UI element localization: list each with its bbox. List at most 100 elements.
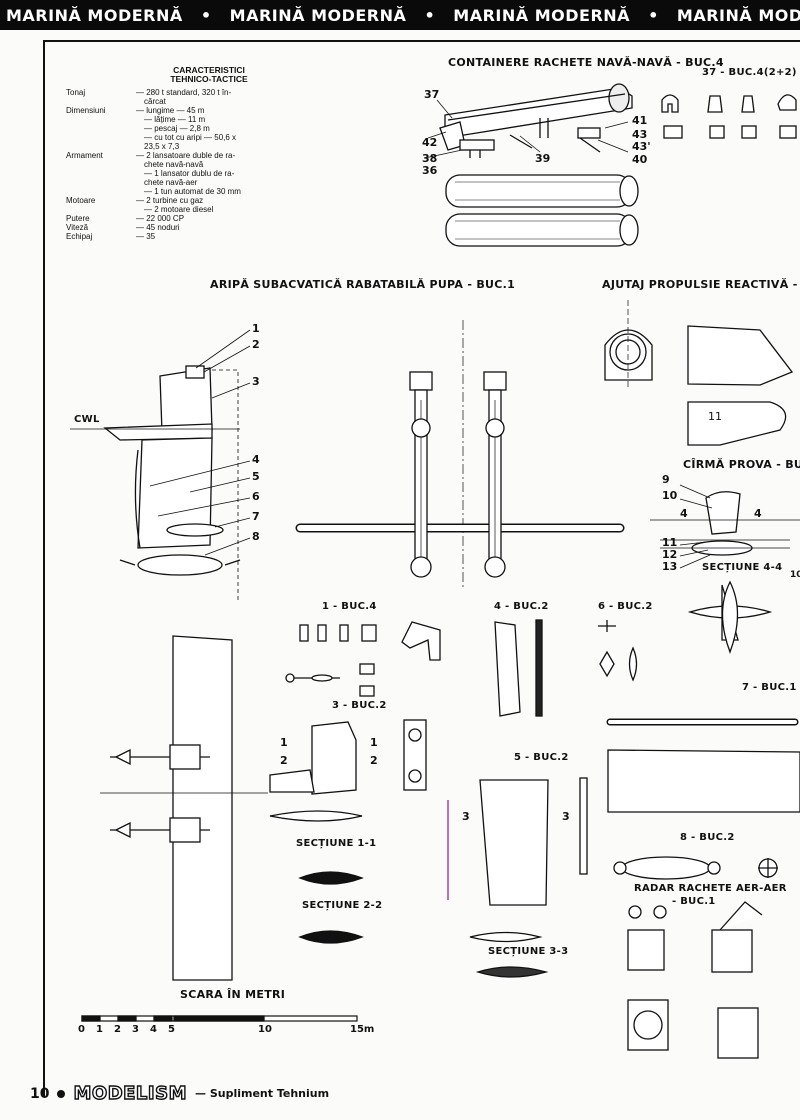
part-5-label: 5 - BUC.2 [514, 752, 569, 763]
section-profiles [269, 810, 549, 978]
spec-row: Motoare — 2 turbine cu gaz [66, 196, 306, 205]
spec-row: — cu tot cu aripi — 50,6 x [66, 133, 306, 142]
part-8-views [607, 749, 800, 880]
callout-10-edge: 10 [790, 570, 800, 580]
spec-row: Viteză — 45 noduri [66, 223, 306, 232]
spec-row: — lățime — 11 m [66, 115, 306, 124]
part-8-label: 8 - BUC.2 [680, 832, 735, 843]
spec-value: — pescaj — 2,8 m [144, 124, 210, 133]
spec-value: — lungime — 45 m [136, 106, 205, 115]
part-37-pieces [661, 94, 797, 139]
section-mark-1-left: 1 [280, 736, 288, 749]
part-4-label: 4 - BUC.2 [494, 601, 549, 612]
spec-value: 23,5 x 7,3 [144, 142, 180, 151]
spec-row: 23,5 x 7,3 [66, 142, 306, 151]
nozzle-title: AJUTAJ PROPULSIE REACTIVĂ - BUC.2 [602, 278, 800, 291]
spec-value: — 1 lansator dublu de ra- [144, 169, 235, 178]
scale-tick-1: 1 [96, 1024, 103, 1035]
spec-row: cărcat [66, 97, 306, 106]
drawing-frame [43, 40, 800, 1097]
spec-value: — lățime — 11 m [144, 115, 206, 124]
banner-item: MARINĂ MODERNĂ [453, 6, 631, 25]
spec-value: — cu tot cu aripi — 50,6 x [144, 133, 237, 142]
part-4-plate [494, 619, 543, 717]
banner-separator: • [424, 6, 436, 25]
callout-37: 37 [424, 88, 440, 101]
scale-title: SCARA ÎN METRI [180, 988, 286, 1001]
callout-1: 1 [252, 322, 260, 335]
part-3-label: 3 - BUC.2 [332, 700, 387, 711]
spec-value: chete navă-navă [144, 160, 204, 169]
specs-table: CARACTERISTICI TEHNICO-TACTICE Tonaj— 28… [66, 66, 306, 242]
callout-40: 40 [632, 153, 648, 166]
containers-title: CONTAINERE RACHETE NAVĂ-NAVĂ - BUC.4 [448, 56, 724, 69]
callout-10: 10 [662, 489, 678, 502]
scale-tick-3: 3 [132, 1024, 139, 1035]
missile-container-top-view [445, 174, 639, 247]
callout-11: 11 [662, 536, 678, 549]
callout-41: 41 [632, 114, 648, 127]
section-4-4-profile [687, 580, 773, 654]
callout-38: 38 [422, 152, 438, 165]
scale-tick-0: 0 [78, 1024, 85, 1035]
spec-value: — 2 turbine cu gaz [136, 196, 204, 205]
section-3-3-label: SECȚIUNE 3-3 [488, 946, 569, 957]
section-mark-1-right: 1 [370, 736, 378, 749]
supplement-text: — Supliment Tehnium [194, 1087, 330, 1100]
scale-tick-10: 10 [258, 1024, 272, 1035]
wing-title: ARIPĂ SUBACVATICĂ RABATABILĂ PUPA - BUC.… [210, 278, 516, 291]
spec-label: Viteză [66, 223, 89, 232]
cwl-label: CWL [74, 414, 100, 425]
wing-plan-view [100, 635, 268, 981]
banner-separator: • [200, 6, 212, 25]
section-4-4-label: SECȚIUNE 4-4 [702, 562, 783, 573]
radar-views [627, 901, 763, 1059]
callout-36: 36 [422, 164, 438, 177]
callout-9: 9 [662, 473, 670, 486]
spec-row: Echipaj— 35 [66, 232, 306, 241]
spec-row: Armament— 2 lansatoare duble de ra- [66, 151, 306, 160]
section-mark-2-left: 2 [280, 754, 288, 767]
spec-row: chete navă-navă [66, 160, 306, 169]
part-3-views [269, 719, 427, 795]
part-6-label: 6 - BUC.2 [598, 601, 653, 612]
scale-tick-15m: 15m [350, 1024, 375, 1035]
spec-value: — 1 tun automat de 30 mm [144, 187, 241, 196]
spec-value: chete navă-aer [144, 178, 198, 187]
spec-value: — 280 t standard, 320 t în- [136, 88, 232, 97]
radar-title: RADAR RACHETE AER-AER [634, 883, 787, 894]
radar-quantity: - BUC.1 [672, 896, 716, 907]
header-banner: MARINĂ MODERNĂ • MARINĂ MODERNĂ • MARINĂ… [0, 0, 800, 30]
magazine-logo: MODELISM [73, 1082, 187, 1104]
section-mark-3-left: 3 [462, 810, 470, 823]
callout-5: 5 [252, 470, 260, 483]
part-37-label: 37 - BUC.4(2+2) [702, 67, 797, 78]
banner-item: MARINĂ MODERNĂ [676, 6, 800, 25]
callout-6: 6 [252, 490, 260, 503]
spec-label: Motoare [66, 196, 96, 205]
spec-value: — 45 noduri [136, 223, 180, 232]
part-5-views [447, 777, 588, 906]
rudder-title: CÎRMĂ PROVA - BUC.1 [683, 458, 800, 471]
callout-3: 3 [252, 375, 260, 388]
spec-label: Dimensiuni [66, 106, 106, 115]
scale-bar [81, 1015, 358, 1022]
section-mark-3-right: 3 [562, 810, 570, 823]
callout-2: 2 [252, 338, 260, 351]
section-mark-2-right: 2 [370, 754, 378, 767]
spec-row: — 1 lansator dublu de ra- [66, 169, 306, 178]
spec-value: — 2 motoare diesel [144, 205, 214, 214]
scale-tick-5: 5 [168, 1024, 175, 1035]
callout-42: 42 [422, 136, 438, 149]
nozzle-callout-11: 11 [708, 410, 722, 423]
banner-text: MARINĂ MODERNĂ • MARINĂ MODERNĂ • MARINĂ… [6, 6, 800, 25]
page-number: 10 [30, 1085, 50, 1102]
aft-foil-callout-leaders [149, 329, 251, 556]
spec-value: — 35 [136, 232, 156, 241]
aft-foil-strut-side-view [70, 365, 241, 600]
part-7-label: 7 - BUC.1 [742, 682, 797, 693]
spec-row: — 2 motoare diesel [66, 205, 306, 214]
scale-tick-4: 4 [150, 1024, 157, 1035]
